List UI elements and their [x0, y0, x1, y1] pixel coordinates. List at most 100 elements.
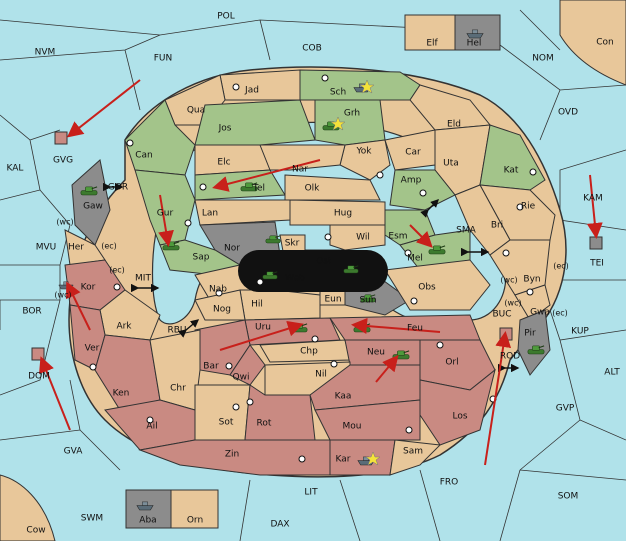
- label-Uru: Uru: [255, 323, 271, 333]
- label-Orn: Orn: [187, 516, 203, 526]
- province-labels: Jad Sch Qua Jos Grh Eld Can Yok Car Uta …: [26, 38, 613, 536]
- prov-Wil[interactable]: [329, 224, 386, 251]
- coast-mark: (ec): [109, 266, 125, 275]
- label-Mel: Mel: [407, 254, 423, 264]
- prov-Mou[interactable]: [314, 399, 421, 441]
- label-Gwa: Gwa: [530, 308, 550, 318]
- label-Gaw: Gaw: [83, 202, 103, 212]
- sea-NOM: NOM: [532, 54, 554, 64]
- prov-Gaw[interactable]: [71, 159, 111, 246]
- label-Ark: Ark: [116, 322, 132, 332]
- base-TEI[interactable]: [589, 236, 603, 250]
- label-Chp: Chp: [300, 347, 318, 357]
- coast-mark: (wc): [54, 291, 71, 300]
- label-GVG: GVG: [53, 156, 73, 166]
- label-Qwi: Qwi: [233, 373, 250, 383]
- label-Sam: Sam: [403, 447, 423, 457]
- sea-labels: POL NVM FUN COB NOM OVD KAL GOR MVU MIT …: [7, 12, 621, 530]
- sea-GOR: GOR: [108, 183, 128, 193]
- prov-Elf[interactable]: [404, 14, 456, 51]
- label-Jad: Jad: [244, 86, 259, 96]
- prov-Grh[interactable]: [314, 99, 386, 146]
- prov-Jad[interactable]: [219, 69, 301, 101]
- label-Mou: Mou: [343, 422, 362, 432]
- sea-POL: POL: [217, 12, 235, 22]
- prov-Orn[interactable]: [170, 489, 219, 529]
- label-Olk: Olk: [305, 184, 321, 194]
- prov-Pir[interactable]: [517, 309, 551, 376]
- label-Sun: Sun: [359, 296, 376, 306]
- label-Rie: Rie: [521, 202, 536, 212]
- label-Jos: Jos: [218, 124, 232, 134]
- label-Orl: Orl: [445, 358, 458, 368]
- label-Sch: Sch: [330, 88, 346, 98]
- label-Byn: Byn: [523, 275, 540, 285]
- label-Ost: Ost: [316, 257, 332, 267]
- label-Bar: Bar: [203, 362, 219, 372]
- prov-Nar[interactable]: [259, 144, 346, 171]
- base-ROD[interactable]: [499, 327, 513, 341]
- prov-Eld[interactable]: [409, 84, 491, 131]
- label-Chr: Chr: [170, 384, 186, 394]
- label-Aba: Aba: [139, 516, 156, 526]
- label-Her: Her: [68, 243, 84, 253]
- base-GVG[interactable]: [54, 131, 68, 145]
- label-Sot: Sot: [219, 418, 234, 428]
- label-Rot: Rot: [257, 419, 272, 429]
- label-Web: Web: [285, 274, 305, 284]
- label-Los: Los: [452, 412, 467, 422]
- label-Kor: Kor: [81, 283, 96, 293]
- sea-MVU: MVU: [36, 243, 57, 253]
- label-Nil: Nil: [315, 370, 327, 380]
- supply-centres: [89, 74, 537, 463]
- sea-COB: COB: [302, 44, 322, 54]
- coast-mark: (ec): [101, 242, 117, 251]
- passage-arrows: [103, 182, 520, 373]
- label-Pir: Pir: [524, 329, 536, 339]
- coast-mark: (ec): [552, 309, 568, 318]
- label-Ail: Ail: [146, 422, 157, 432]
- prov-Obs[interactable]: [384, 259, 491, 311]
- sea-GVA: GVA: [64, 447, 84, 457]
- sea-BUC: BUC: [492, 310, 511, 320]
- base-DOM[interactable]: [31, 347, 45, 361]
- label-Lan: Lan: [202, 209, 218, 219]
- sea-KAL: KAL: [7, 164, 24, 174]
- label-Bri: Bri: [491, 221, 503, 231]
- prov-Sot[interactable]: [194, 384, 251, 441]
- sea-FUN: FUN: [154, 54, 173, 64]
- sea-FRO: FRO: [440, 478, 459, 488]
- label-Grh: Grh: [344, 109, 360, 119]
- label-Hel: Hel: [467, 39, 482, 49]
- sea-GVP: GVP: [556, 404, 575, 414]
- label-Amp: Amp: [401, 176, 422, 186]
- prov-Sam[interactable]: [389, 439, 442, 476]
- label-Ver: Ver: [85, 344, 100, 354]
- label-Con: Con: [596, 38, 614, 48]
- label-Gur: Gur: [157, 209, 174, 219]
- coast-mark: (wc): [500, 276, 517, 285]
- prov-Rot[interactable]: [244, 384, 316, 441]
- prov-Tel[interactable]: [194, 169, 286, 201]
- prov-Kat[interactable]: [479, 124, 546, 191]
- label-Skr: Skr: [285, 239, 300, 249]
- label-Uta: Uta: [443, 159, 459, 169]
- label-Sap: Sap: [193, 253, 210, 263]
- label-Can: Can: [135, 151, 153, 161]
- central-lake: [238, 250, 388, 292]
- sea-KUP: KUP: [571, 327, 589, 337]
- label-Nar: Nar: [292, 165, 308, 175]
- label-Eld: Eld: [447, 120, 461, 130]
- label-Zin: Zin: [225, 450, 239, 460]
- prov-Jos[interactable]: [194, 99, 316, 146]
- label-Kar: Kar: [336, 455, 351, 465]
- sea-NVM: NVM: [35, 48, 56, 58]
- sea-OVD: OVD: [558, 108, 578, 118]
- sea-BOR: BOR: [22, 307, 41, 317]
- move-arrows: [39, 79, 603, 466]
- label-Feu: Feu: [407, 324, 423, 334]
- prov-Olk[interactable]: [284, 174, 381, 201]
- prov-Feu[interactable]: [329, 314, 481, 341]
- label-TEI: TEI: [589, 259, 604, 269]
